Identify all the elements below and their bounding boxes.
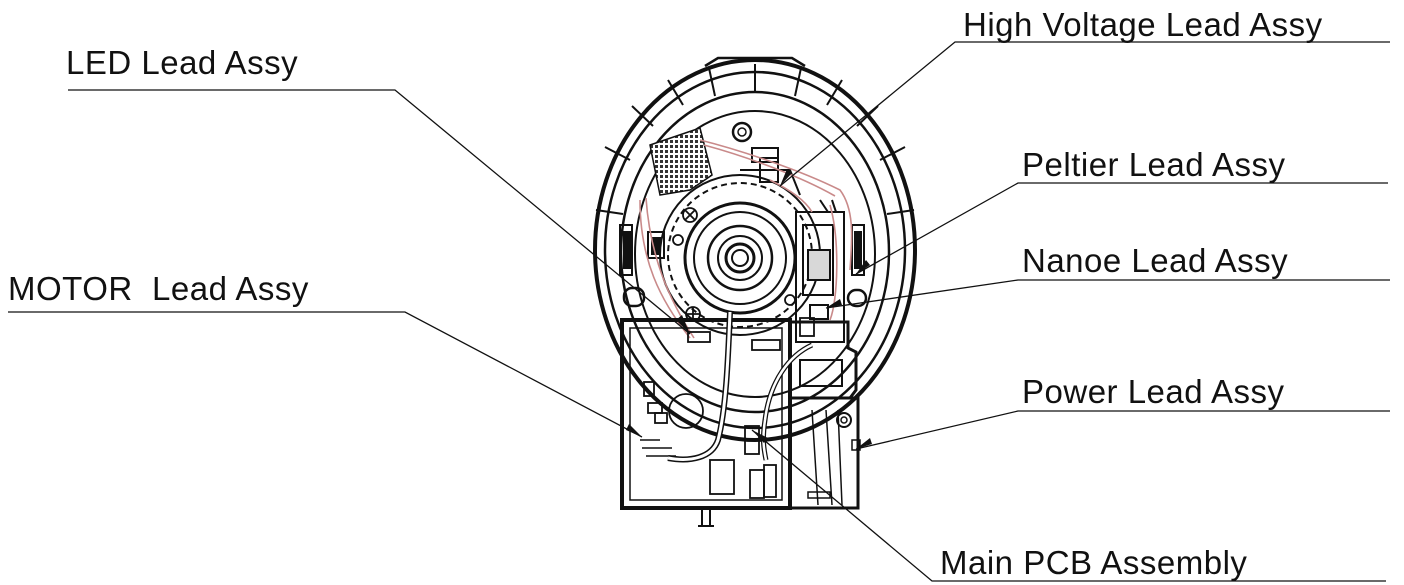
leader-arrows	[626, 169, 872, 449]
label-main-pcb-assembly: Main PCB Assembly	[940, 544, 1248, 581]
leader-lines	[8, 41, 1390, 582]
bottom-stub	[701, 507, 711, 527]
peltier-module	[795, 199, 845, 343]
high-voltage-bracket	[740, 147, 801, 196]
slot-right	[846, 288, 868, 308]
housing-top-tab	[704, 56, 806, 68]
motor-cable-outer	[667, 311, 733, 463]
lead-wires	[639, 139, 853, 339]
label-peltier-lead-assy: Peltier Lead Assy	[1022, 146, 1286, 183]
grille-ribs	[595, 64, 915, 215]
motor-hub	[683, 201, 797, 315]
pcb-components	[640, 381, 777, 499]
label-led-lead-assy: LED Lead Assy	[66, 44, 299, 81]
label-motor-lead-assy: MOTOR Lead Assy	[8, 270, 309, 307]
pcb-connectors	[687, 317, 815, 351]
mesh-vent	[649, 127, 713, 196]
label-nanoe-lead-assy: Nanoe Lead Assy	[1022, 242, 1289, 279]
label-high-voltage-lead-assy: High Voltage Lead Assy	[963, 6, 1323, 43]
left-clips	[619, 224, 665, 276]
main-pcb-box	[620, 318, 858, 510]
label-power-lead-assy: Power Lead Assy	[1022, 373, 1285, 410]
screw-boss-top	[731, 121, 753, 143]
